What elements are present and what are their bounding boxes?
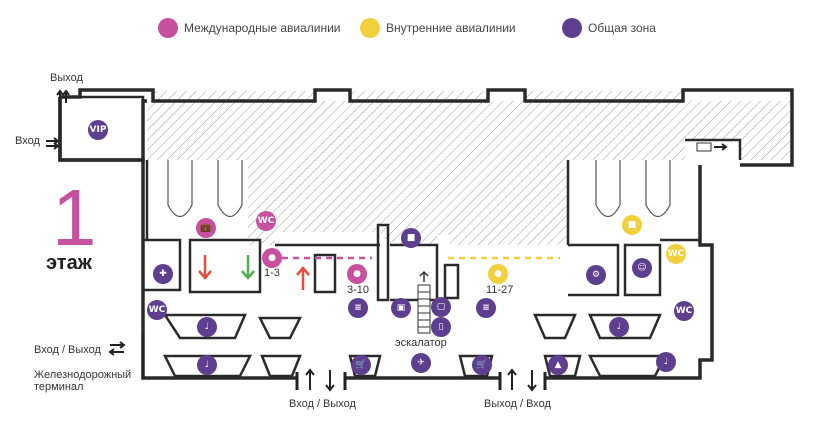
baggage-belt-3 bbox=[595, 160, 621, 218]
counter-bottom-1 bbox=[162, 354, 253, 378]
central-block bbox=[313, 253, 337, 294]
gate-right-label: Выход / Вход bbox=[484, 398, 551, 410]
legend-common-dot bbox=[562, 18, 582, 38]
escalator-label: эскалатор bbox=[395, 337, 447, 349]
legend-international-label: Международные авиалинии bbox=[184, 21, 341, 35]
red-arrow-up bbox=[296, 266, 310, 290]
common-gates-label: 3-10 bbox=[347, 284, 370, 296]
left-wc-icon-text: WC bbox=[148, 305, 166, 315]
intl-zone bbox=[188, 238, 262, 294]
escalator-stairs bbox=[417, 284, 431, 334]
gate-right-up bbox=[507, 368, 517, 390]
outer-wall-top bbox=[60, 88, 794, 167]
gate-center-down bbox=[325, 370, 335, 392]
baggage-belt-2 bbox=[217, 160, 243, 218]
right-wc-icon[interactable]: WC bbox=[674, 301, 694, 321]
domestic-gates-icon[interactable]: ● bbox=[488, 264, 508, 284]
train-room bbox=[685, 138, 742, 160]
gate-right-down bbox=[527, 370, 537, 392]
left-room bbox=[143, 238, 182, 292]
domestic-wc-icon-text: WC bbox=[667, 249, 685, 259]
right-room-2 bbox=[623, 243, 662, 297]
intl-baggage-icon[interactable]: 💼 bbox=[196, 218, 216, 238]
floor-word: этаж bbox=[46, 252, 92, 274]
intl-wc-icon[interactable]: WC bbox=[256, 211, 276, 231]
domestic-baggage-icon[interactable]: ■ bbox=[622, 215, 642, 235]
domestic-gates-label: 11-27 bbox=[486, 284, 514, 296]
cafe-icon-bottom-left[interactable]: ♩ bbox=[197, 355, 217, 375]
intl-gates-label: 1-3 bbox=[264, 267, 280, 279]
legend-international: Международные авиалинии bbox=[158, 17, 341, 39]
terminal-label: терминал bbox=[34, 381, 84, 393]
counter-bottom-6 bbox=[587, 354, 668, 378]
counter-left-1 bbox=[162, 313, 247, 340]
taxi-icon[interactable]: ▲ bbox=[548, 355, 568, 375]
legend-international-dot bbox=[158, 18, 178, 38]
gate-center-up bbox=[305, 368, 315, 390]
legend-domestic: Внутренние авиалинии bbox=[360, 17, 516, 39]
side-arrow-right bbox=[110, 341, 126, 349]
escalator-arrow bbox=[419, 270, 429, 282]
baggage-belt-1 bbox=[167, 160, 193, 218]
entrance-arrow-left bbox=[46, 137, 60, 145]
intl-gates-icon[interactable]: ● bbox=[262, 248, 282, 268]
luggage-icon[interactable]: ■ bbox=[401, 228, 421, 248]
floor-number: 1 bbox=[52, 173, 97, 262]
cafe-icon-left[interactable]: ♩ bbox=[197, 317, 217, 337]
counter-left-2 bbox=[257, 316, 303, 340]
plane-icon[interactable]: ✈ bbox=[411, 353, 431, 373]
vip-icon-text: VIP bbox=[89, 125, 107, 135]
entrance-label: Вход bbox=[15, 135, 40, 147]
vip-icon[interactable]: VIP bbox=[88, 120, 108, 140]
railway-label: Железнодорожный bbox=[34, 369, 132, 381]
legend-domestic-dot bbox=[360, 18, 380, 38]
info-icon-center[interactable]: ≡ bbox=[348, 298, 368, 318]
counter-right-1 bbox=[533, 313, 577, 340]
info-icon-right[interactable]: ≡ bbox=[476, 298, 496, 318]
outer-wall-bottom-right bbox=[545, 165, 714, 380]
mother-child-icon[interactable]: ☺ bbox=[632, 258, 652, 278]
right-room-1 bbox=[568, 243, 620, 297]
legend-common-label: Общая зона bbox=[588, 21, 656, 35]
common-gates-pink-icon[interactable]: ● bbox=[347, 264, 367, 284]
exit-arrow-top bbox=[56, 89, 64, 103]
cafe-icon-right[interactable]: ♩ bbox=[609, 317, 629, 337]
shop-icon-right[interactable]: 🛒 bbox=[472, 355, 492, 375]
counter-right-2 bbox=[588, 313, 662, 340]
phone-icon[interactable]: ▯ bbox=[431, 317, 451, 337]
restricted-area bbox=[147, 91, 790, 245]
entrance-arrow-left-2 bbox=[46, 142, 60, 150]
escalator-block-left bbox=[376, 223, 390, 302]
photo-icon[interactable]: ▢ bbox=[431, 297, 451, 317]
atm-icon[interactable]: ▣ bbox=[391, 298, 411, 318]
cafe-icon-bottom-right[interactable]: ♩ bbox=[656, 352, 676, 372]
service-icon[interactable]: ⚙ bbox=[586, 265, 606, 285]
legend-domestic-label: Внутренние авиалинии bbox=[386, 21, 516, 35]
exit-label: Выход bbox=[50, 72, 83, 84]
side-arrow-left bbox=[108, 348, 124, 356]
right-wc-icon-text: WC bbox=[675, 306, 693, 316]
left-wc-icon[interactable]: WC bbox=[147, 300, 167, 320]
intl-wc-icon-text: WC bbox=[257, 216, 275, 226]
exit-arrow-top-2 bbox=[62, 89, 70, 103]
legend-common: Общая зона bbox=[562, 17, 656, 39]
red-arrow-down bbox=[198, 255, 212, 280]
train-arrow bbox=[714, 143, 728, 151]
counter-bottom-2 bbox=[260, 354, 302, 378]
green-arrow-down bbox=[241, 255, 255, 280]
train-icon-box bbox=[696, 142, 712, 152]
gate-center-label: Вход / Выход bbox=[289, 398, 356, 410]
shop-icon-center[interactable]: 🛒 bbox=[351, 355, 371, 375]
domestic-block bbox=[443, 263, 460, 300]
entry-exit-left-label: Вход / Выход bbox=[34, 344, 101, 356]
medical-icon[interactable]: ✚ bbox=[153, 264, 173, 284]
vip-box bbox=[80, 95, 145, 160]
domestic-wc-icon[interactable]: WC bbox=[666, 244, 686, 264]
baggage-belt-4 bbox=[645, 160, 671, 218]
